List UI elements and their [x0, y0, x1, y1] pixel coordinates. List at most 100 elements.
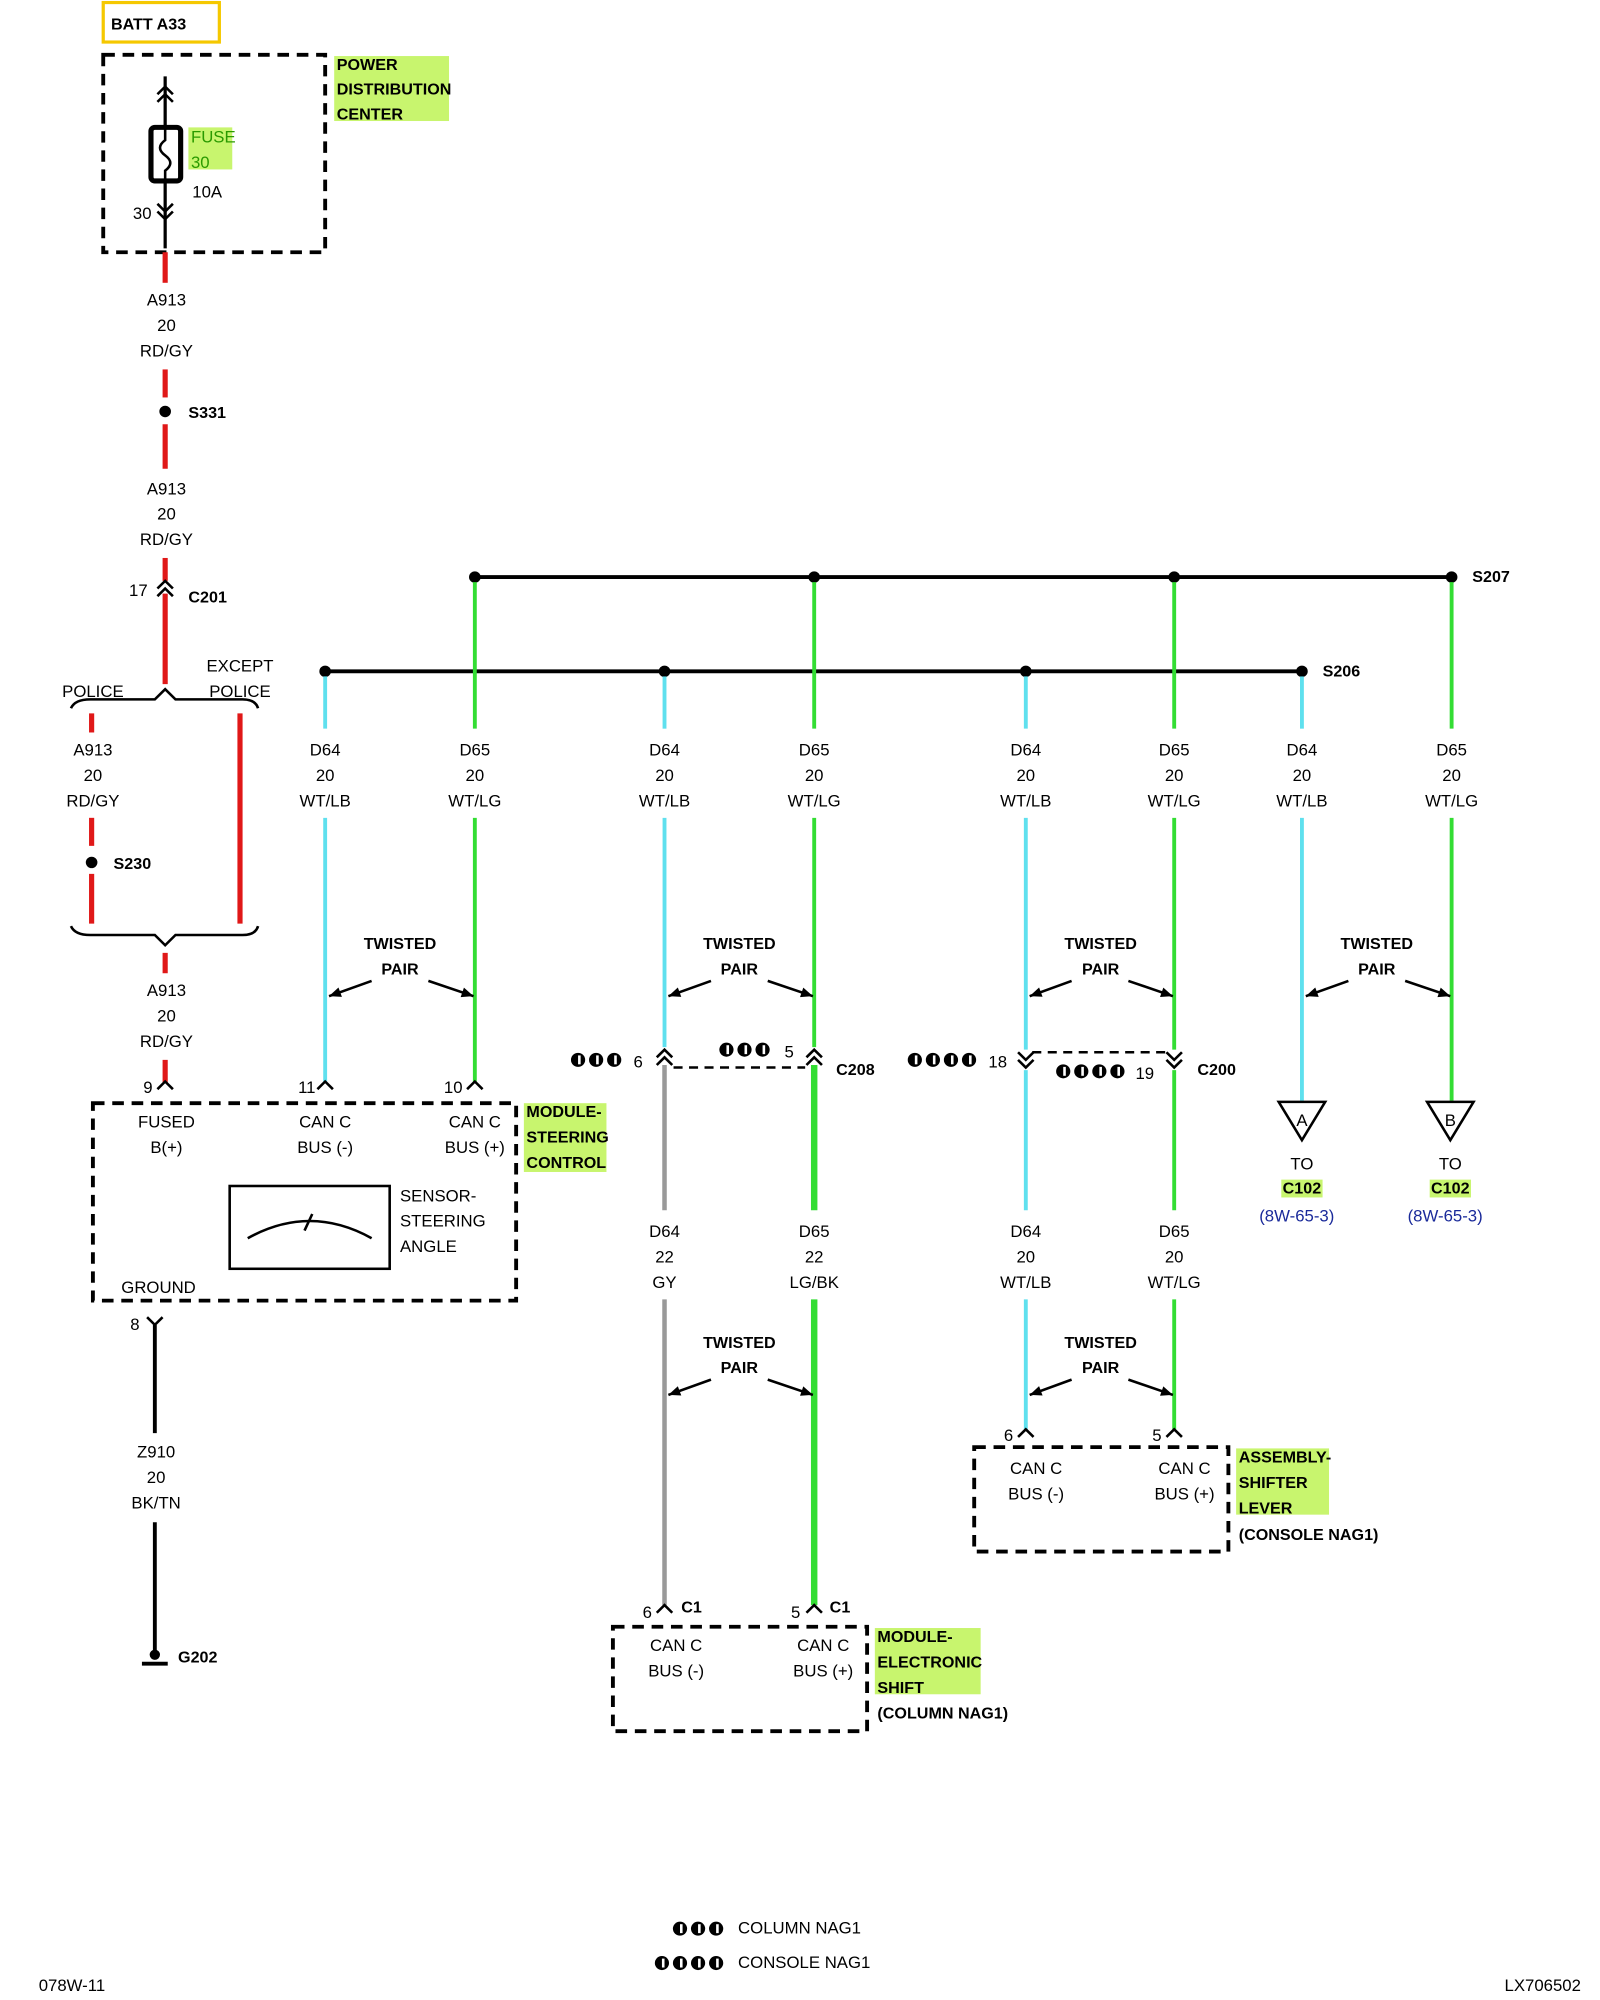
- police-label: POLICE: [62, 682, 123, 701]
- svg-text:TWISTED: TWISTED: [703, 935, 776, 953]
- svg-text:WT/LG: WT/LG: [1425, 791, 1478, 810]
- branch-brace: [69, 687, 260, 709]
- wiring-geometry: [69, 52, 1476, 1971]
- cavity-dot-mark: [680, 1958, 683, 1968]
- cavity-dot-mark: [716, 1924, 719, 1934]
- sensor-label: ANGLE: [400, 1237, 457, 1256]
- connector-chevron-icon: [156, 92, 174, 103]
- splice-s331-dot: [159, 405, 171, 418]
- batt-box: [101, 0, 221, 44]
- svg-text:RD/GY: RD/GY: [140, 1032, 193, 1051]
- svg-text:D65: D65: [459, 741, 490, 760]
- legend-column: COLUMN NAG1: [738, 1919, 861, 1938]
- msc-highlight: [523, 1103, 607, 1172]
- svg-text:20: 20: [147, 1468, 166, 1487]
- asl-can-minus-bus: BUS (-): [1008, 1484, 1064, 1503]
- cavity-dot-mark: [1063, 1066, 1066, 1076]
- connector-chevron-icon: [156, 210, 174, 221]
- ref-link[interactable]: (8W-65-3): [1408, 1207, 1483, 1226]
- connector-chevron-icon: [805, 1055, 823, 1066]
- msc-pin-11: 11: [298, 1078, 315, 1097]
- svg-text:PAIR: PAIR: [1082, 961, 1120, 979]
- connector-chevron-icon: [1017, 1058, 1035, 1070]
- splice-s207: S207: [1472, 568, 1510, 586]
- arrowhead-icon: [1160, 987, 1173, 998]
- cavity-dot-mark: [1117, 1066, 1120, 1076]
- sensor-label: STEERING: [400, 1212, 486, 1231]
- ref-link[interactable]: (8W-65-3): [1259, 1207, 1334, 1226]
- connector-b-triangle-icon: [1424, 1100, 1476, 1143]
- c208-pin-6: 6: [634, 1053, 643, 1072]
- mes-highlight: [874, 1628, 981, 1695]
- svg-text:WT/LG: WT/LG: [448, 791, 501, 810]
- arrowhead-icon: [1029, 1386, 1043, 1396]
- svg-text:LG/BK: LG/BK: [789, 1273, 838, 1292]
- arrowhead-icon: [1029, 987, 1043, 997]
- arrowhead-icon: [1305, 987, 1319, 997]
- fuse-element-icon: [158, 127, 172, 181]
- splice-s207-dot: [469, 571, 481, 583]
- arrowhead-icon: [329, 987, 342, 997]
- splice-s230-dot: [85, 856, 98, 869]
- arrowhead-icon: [668, 1386, 682, 1396]
- svg-text:20: 20: [157, 505, 176, 524]
- arrowhead-icon: [668, 987, 682, 997]
- svg-text:WT/LG: WT/LG: [788, 791, 841, 810]
- svg-text:20: 20: [805, 766, 824, 785]
- connector-chevron-icon: [156, 84, 174, 96]
- power-distribution-center-box: [101, 52, 328, 255]
- connector-chevron-icon: [156, 202, 174, 214]
- connector-chevron-icon: [1165, 1051, 1183, 1062]
- connector-chevron-icon: [805, 1603, 823, 1614]
- msc-can-minus: CAN C: [299, 1112, 351, 1131]
- c102-link[interactable]: C102: [1283, 1180, 1322, 1198]
- mes-c1: C1: [830, 1599, 851, 1617]
- svg-text:20: 20: [1016, 766, 1035, 785]
- svg-text:20: 20: [1442, 766, 1461, 785]
- svg-text:Z910: Z910: [137, 1442, 175, 1461]
- footer-left: 078W-11: [39, 1976, 105, 1995]
- arrowhead-icon: [460, 987, 474, 998]
- svg-text:20: 20: [1016, 1248, 1035, 1267]
- svg-text:TWISTED: TWISTED: [364, 935, 437, 953]
- splice-s206-dot: [1296, 665, 1308, 678]
- svg-text:D65: D65: [1436, 741, 1467, 760]
- asl-label: ASSEMBLY-: [1239, 1449, 1332, 1467]
- mes-c1: C1: [681, 1599, 702, 1617]
- svg-text:20: 20: [1293, 766, 1312, 785]
- asl-label: LEVER: [1239, 1499, 1293, 1517]
- mes-label: SHIFT: [877, 1679, 924, 1697]
- connector-chevron-icon: [146, 1316, 164, 1327]
- svg-text:TWISTED: TWISTED: [1064, 1334, 1137, 1352]
- svg-text:PAIR: PAIR: [1358, 961, 1396, 979]
- cavity-dot-mark: [596, 1055, 599, 1065]
- msc-fused: FUSED: [138, 1112, 195, 1131]
- msc-can-minus-bus: BUS (-): [297, 1138, 353, 1157]
- cavity-dot-mark: [698, 1958, 701, 1968]
- legend-console: CONSOLE NAG1: [738, 1953, 870, 1972]
- mes-can-minus: CAN C: [650, 1636, 702, 1655]
- c102-link[interactable]: C102: [1431, 1180, 1470, 1198]
- svg-text:20: 20: [84, 766, 103, 785]
- connector-chevron-icon: [466, 1079, 484, 1091]
- pdc-highlight: [334, 56, 450, 122]
- connector-chevron-icon: [655, 1055, 674, 1066]
- arrowhead-icon: [800, 987, 813, 998]
- svg-text:20: 20: [1165, 1248, 1184, 1267]
- c200-pin-19: 19: [1135, 1064, 1154, 1083]
- svg-text:D64: D64: [1287, 741, 1318, 760]
- msc-ground: GROUND: [121, 1278, 196, 1297]
- cavity-dot-mark: [744, 1045, 748, 1055]
- fuse-number: 30: [191, 153, 210, 172]
